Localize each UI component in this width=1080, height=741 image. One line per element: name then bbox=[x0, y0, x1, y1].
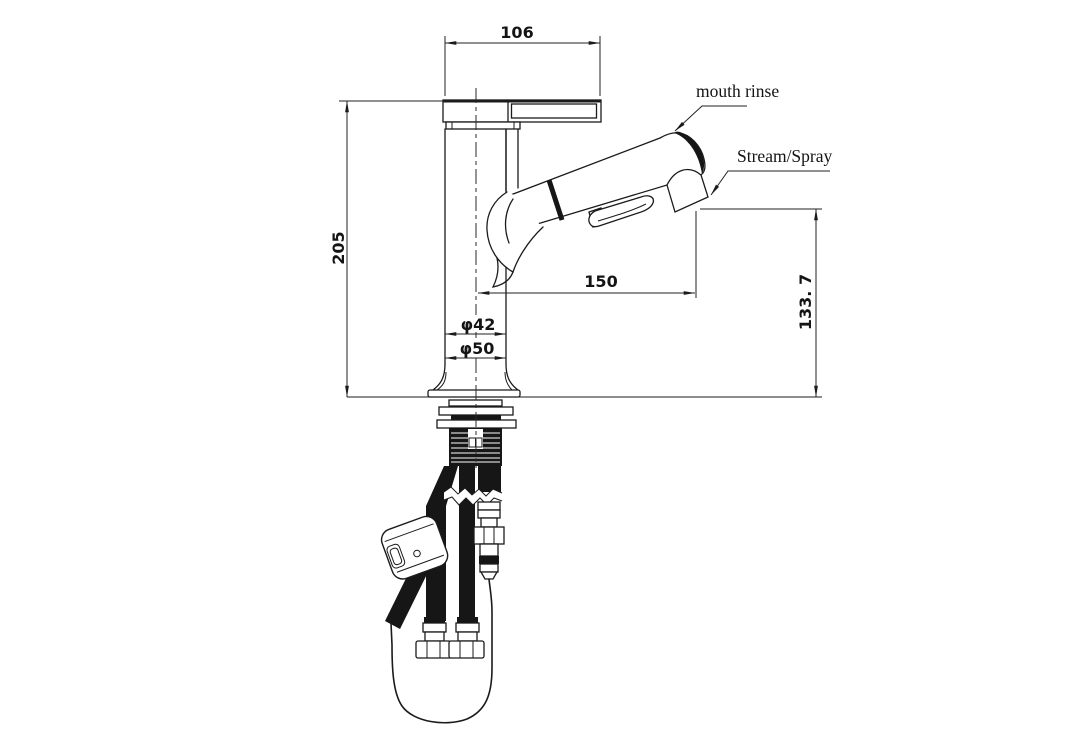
dimension-106: 106 bbox=[444, 23, 601, 96]
weight-screw bbox=[413, 549, 421, 558]
dimension-phi50: φ50 bbox=[444, 338, 507, 360]
mouth-rinse-leader bbox=[674, 105, 747, 132]
spout-collar bbox=[445, 121, 521, 130]
dim-150-text: 150 bbox=[584, 272, 617, 291]
label-mouth-rinse: mouth rinse bbox=[674, 81, 779, 132]
supply-hose-right bbox=[459, 466, 475, 621]
handle-lever bbox=[510, 103, 598, 119]
head-end-cap bbox=[674, 131, 705, 174]
dimension-205: 205 bbox=[329, 100, 446, 398]
ferrule-left bbox=[422, 617, 447, 642]
head-grip-band bbox=[546, 179, 565, 221]
spray-head bbox=[486, 131, 709, 288]
hex-nut-left bbox=[415, 640, 452, 659]
hose-end-fittings bbox=[415, 617, 485, 659]
dimension-150: 150 bbox=[477, 211, 697, 298]
dim-106-text: 106 bbox=[500, 23, 533, 42]
hex-nut-right bbox=[448, 640, 485, 659]
dim-phi50-text: φ50 bbox=[460, 339, 495, 358]
weight-clip-slot bbox=[386, 543, 406, 569]
hose-break-line bbox=[443, 486, 503, 506]
dim-133-7-text: 133. 7 bbox=[796, 274, 815, 330]
label-stream-spray: Stream/Spray bbox=[710, 146, 833, 196]
faucet-body bbox=[427, 99, 602, 398]
spout-bar bbox=[442, 99, 602, 123]
ferrule-right bbox=[455, 617, 480, 642]
faucet-base bbox=[427, 363, 521, 398]
nozzle-fold-line bbox=[666, 168, 702, 186]
stream-spray-text: Stream/Spray bbox=[737, 146, 833, 166]
dimension-133-7: 133. 7 bbox=[700, 208, 822, 398]
check-valve-fitting bbox=[473, 501, 505, 580]
stream-spray-leader bbox=[710, 170, 830, 196]
cradle-spout-tip bbox=[491, 257, 514, 288]
dim-205-text: 205 bbox=[329, 231, 348, 264]
dimension-phi42: φ42 bbox=[444, 315, 507, 336]
dim-phi42-text: φ42 bbox=[461, 315, 496, 334]
hose-weight bbox=[380, 515, 449, 580]
head-dock bbox=[505, 128, 519, 192]
mouth-rinse-text: mouth rinse bbox=[696, 81, 779, 101]
hose-loop bbox=[390, 578, 493, 724]
fitting-hex-nut bbox=[473, 526, 505, 545]
pullout-hose-jacket bbox=[478, 466, 501, 492]
base-plate bbox=[427, 389, 521, 398]
head-cradle bbox=[486, 191, 544, 288]
hoses bbox=[385, 466, 505, 724]
